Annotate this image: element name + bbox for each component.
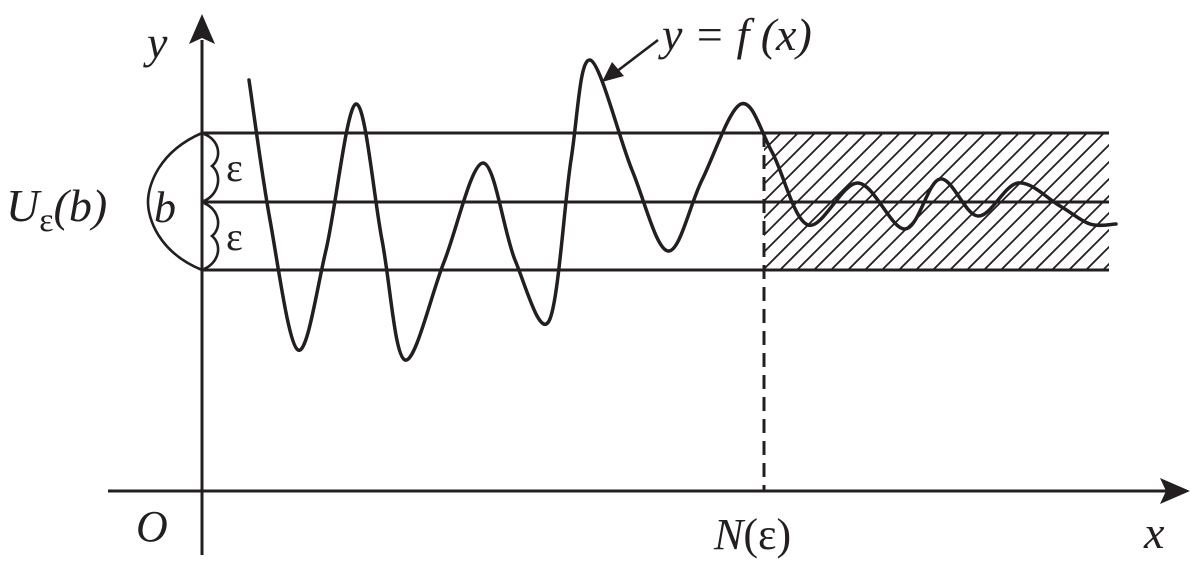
hatch-stroke: [1085, 245, 1109, 270]
x-axis-label: x: [1144, 507, 1165, 558]
epsilon-bottom-label: ε: [226, 214, 243, 259]
n-epsilon-label: N(ε): [714, 513, 791, 557]
epsilon-brace-bottom: [203, 201, 220, 271]
neighborhood-label: Uε(b): [6, 180, 108, 238]
b-label: b: [154, 183, 176, 232]
hatch-stroke: [1068, 228, 1109, 270]
neighborhood-subscript: ε: [39, 202, 54, 239]
hatch-stroke: [1051, 211, 1109, 270]
hatch-stroke: [764, 133, 816, 186]
function-pointer-arrowhead: [602, 62, 624, 82]
function-label: y = f (x): [662, 9, 812, 60]
function-curve: [247, 58, 1118, 362]
epsilon-brace-top: [203, 132, 220, 203]
epsilon-top-label: ε: [226, 145, 243, 190]
hatch-stroke: [1102, 262, 1109, 270]
y-axis-arrowhead: [189, 14, 215, 44]
neighborhood-arg: (b): [53, 180, 108, 231]
neighborhood-main: U: [6, 180, 40, 231]
n-arg: (ε): [743, 510, 792, 559]
hatch-stroke: [1120, 133, 1190, 270]
hatch-stroke: [764, 133, 833, 203]
function-pointer-arrow-line: [615, 38, 659, 74]
n-main: N: [714, 510, 744, 559]
neighborhood-brace: [146, 131, 203, 272]
x-axis-arrowhead: [1160, 478, 1190, 504]
origin-label: O: [136, 502, 168, 551]
y-axis-label: y: [147, 17, 168, 68]
